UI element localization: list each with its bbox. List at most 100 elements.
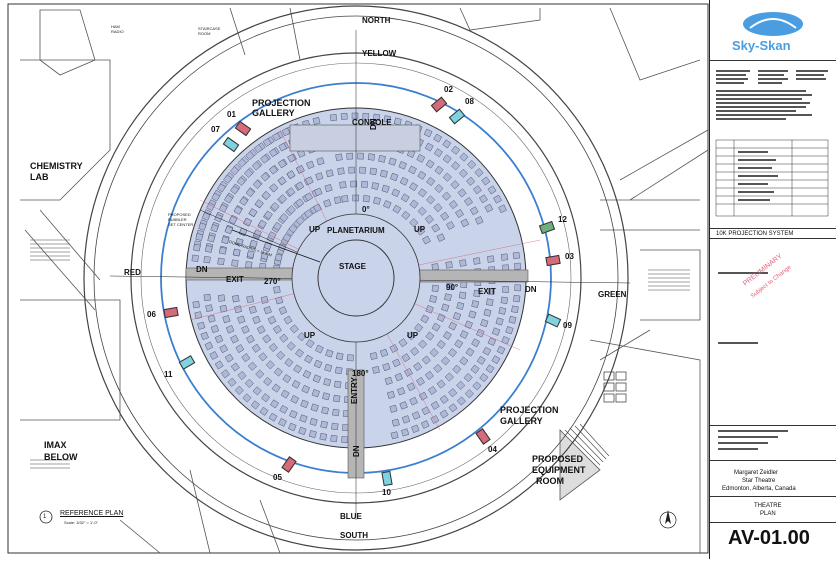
seat <box>369 167 377 176</box>
seat <box>273 221 282 231</box>
seat <box>279 213 289 223</box>
seat <box>197 321 206 330</box>
stage <box>317 239 395 317</box>
seat <box>439 394 449 404</box>
exit-east: EXIT <box>478 287 496 296</box>
seat <box>421 355 431 365</box>
seat <box>237 158 247 168</box>
seat <box>312 117 321 125</box>
seat <box>431 263 439 271</box>
seat <box>300 399 309 409</box>
seat <box>454 339 464 349</box>
seat <box>455 209 464 218</box>
seat <box>251 161 261 171</box>
seat <box>391 418 400 427</box>
seat <box>203 256 211 264</box>
seat <box>416 377 425 386</box>
seat <box>316 157 325 166</box>
seat <box>265 360 275 370</box>
seat <box>295 198 305 208</box>
seat <box>460 281 468 288</box>
seat <box>261 190 271 201</box>
seat <box>389 404 398 413</box>
seat <box>282 233 292 243</box>
seat <box>205 304 213 312</box>
north-label: NORTH <box>362 16 391 25</box>
seat <box>514 284 522 292</box>
seat <box>217 257 225 265</box>
seat <box>289 324 299 334</box>
seat <box>246 295 254 304</box>
seat <box>433 363 443 374</box>
seat <box>198 222 207 231</box>
seat <box>346 152 354 160</box>
seat <box>476 355 486 365</box>
projector-08-label: 08 <box>465 97 474 106</box>
seat <box>512 251 521 260</box>
seat <box>210 224 219 233</box>
seat <box>306 160 315 170</box>
seat <box>513 295 521 303</box>
seat <box>465 347 475 357</box>
drawing-border <box>7 3 709 554</box>
seat <box>409 218 419 228</box>
seat <box>487 287 495 296</box>
seat <box>456 396 466 406</box>
seat <box>236 176 246 186</box>
seat <box>350 180 357 188</box>
seat <box>301 384 310 394</box>
seat <box>271 383 281 393</box>
sky-skan-logo-icon <box>743 12 803 36</box>
seat <box>442 331 452 340</box>
seat <box>361 180 368 188</box>
seat <box>445 261 453 269</box>
projector-11-label: 11 <box>164 370 173 379</box>
seat <box>466 176 476 186</box>
seat <box>424 214 434 224</box>
seat <box>223 174 233 184</box>
seat <box>452 312 462 321</box>
seat <box>357 152 364 160</box>
yellow-label: YELLOW <box>362 49 397 58</box>
building-outline <box>20 7 709 554</box>
seat <box>322 392 330 401</box>
projection-gallery-top-label-1: PROJECTION <box>252 98 311 108</box>
seat <box>406 331 416 341</box>
angle-270: 270° <box>264 277 281 286</box>
seat <box>245 151 255 161</box>
seat <box>430 415 440 424</box>
projection-system-label: 10K PROJECTION SYSTEM <box>716 231 794 237</box>
seat <box>429 295 438 303</box>
seat <box>276 350 286 360</box>
seat <box>478 194 488 204</box>
seat <box>284 358 294 368</box>
seat <box>334 380 342 389</box>
seat <box>252 179 262 189</box>
seat <box>418 339 428 349</box>
seat <box>295 348 304 358</box>
seat <box>324 363 333 372</box>
seat <box>195 233 204 241</box>
seat <box>277 159 287 169</box>
seat <box>484 203 494 213</box>
seat <box>249 239 258 248</box>
seat <box>278 142 288 152</box>
up-sw: UP <box>304 331 316 340</box>
seat <box>295 181 305 191</box>
seat <box>378 154 386 163</box>
seat <box>302 369 312 379</box>
seat <box>248 208 258 218</box>
seat <box>459 152 469 162</box>
seat <box>270 399 279 409</box>
seat <box>448 321 457 331</box>
seat <box>390 431 399 440</box>
seat <box>502 286 510 293</box>
sheet-title-2: PLAN <box>760 511 776 517</box>
seat <box>441 303 450 312</box>
seat <box>323 378 332 387</box>
seat <box>286 205 296 215</box>
seat <box>409 396 418 406</box>
seat <box>346 354 354 362</box>
seat <box>425 331 435 341</box>
seat <box>458 291 467 299</box>
